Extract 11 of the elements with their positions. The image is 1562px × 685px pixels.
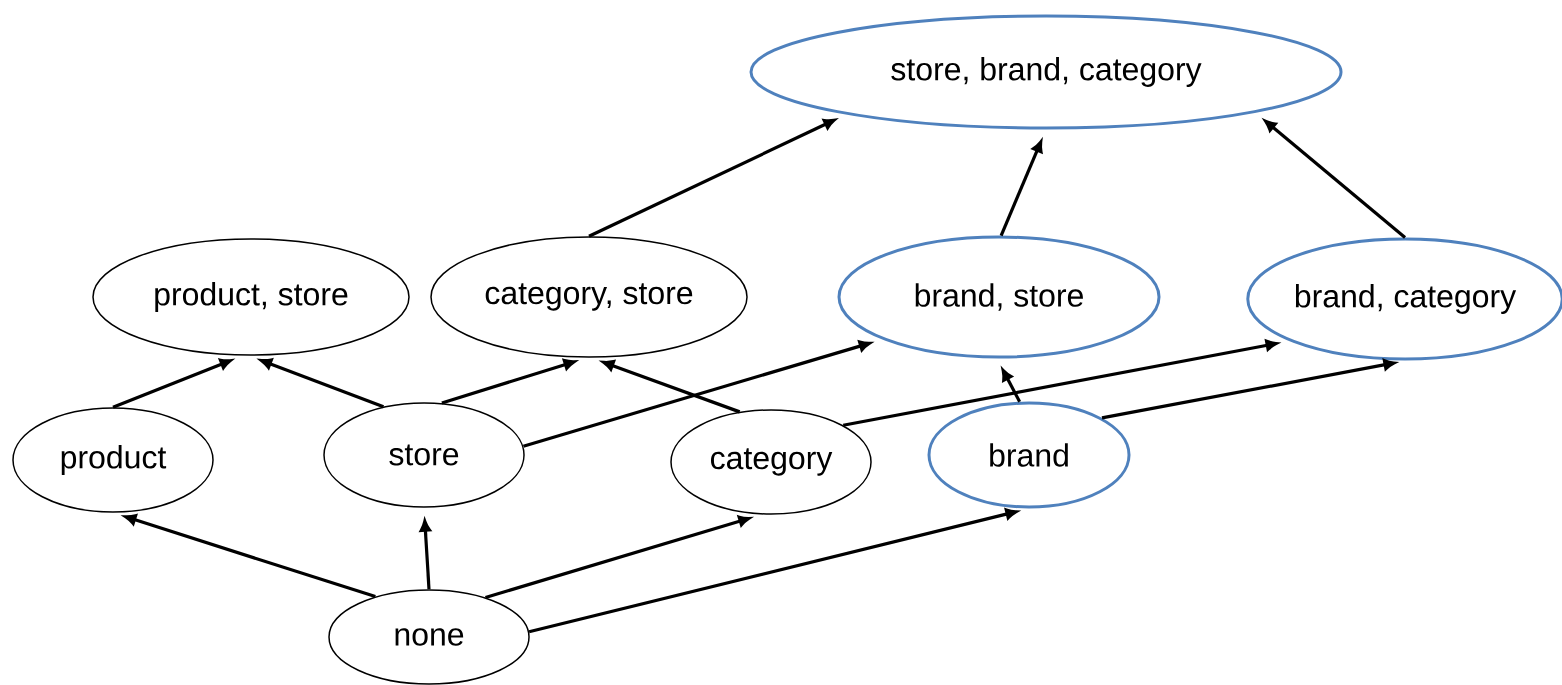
ellipse-node: brand bbox=[927, 401, 1131, 509]
ellipse-node: none bbox=[328, 589, 530, 685]
ellipse-node: brand, store bbox=[837, 235, 1161, 359]
ellipse-node: category bbox=[670, 409, 872, 515]
ellipse-node: store bbox=[323, 402, 525, 508]
ellipse-node: product bbox=[12, 407, 214, 513]
ellipse-node: product, store bbox=[92, 238, 410, 356]
ellipse-node: category, store bbox=[430, 236, 748, 358]
arrow bbox=[588, 118, 836, 238]
arrow bbox=[1264, 119, 1407, 239]
ellipse-node: store, brand, category bbox=[749, 14, 1343, 130]
